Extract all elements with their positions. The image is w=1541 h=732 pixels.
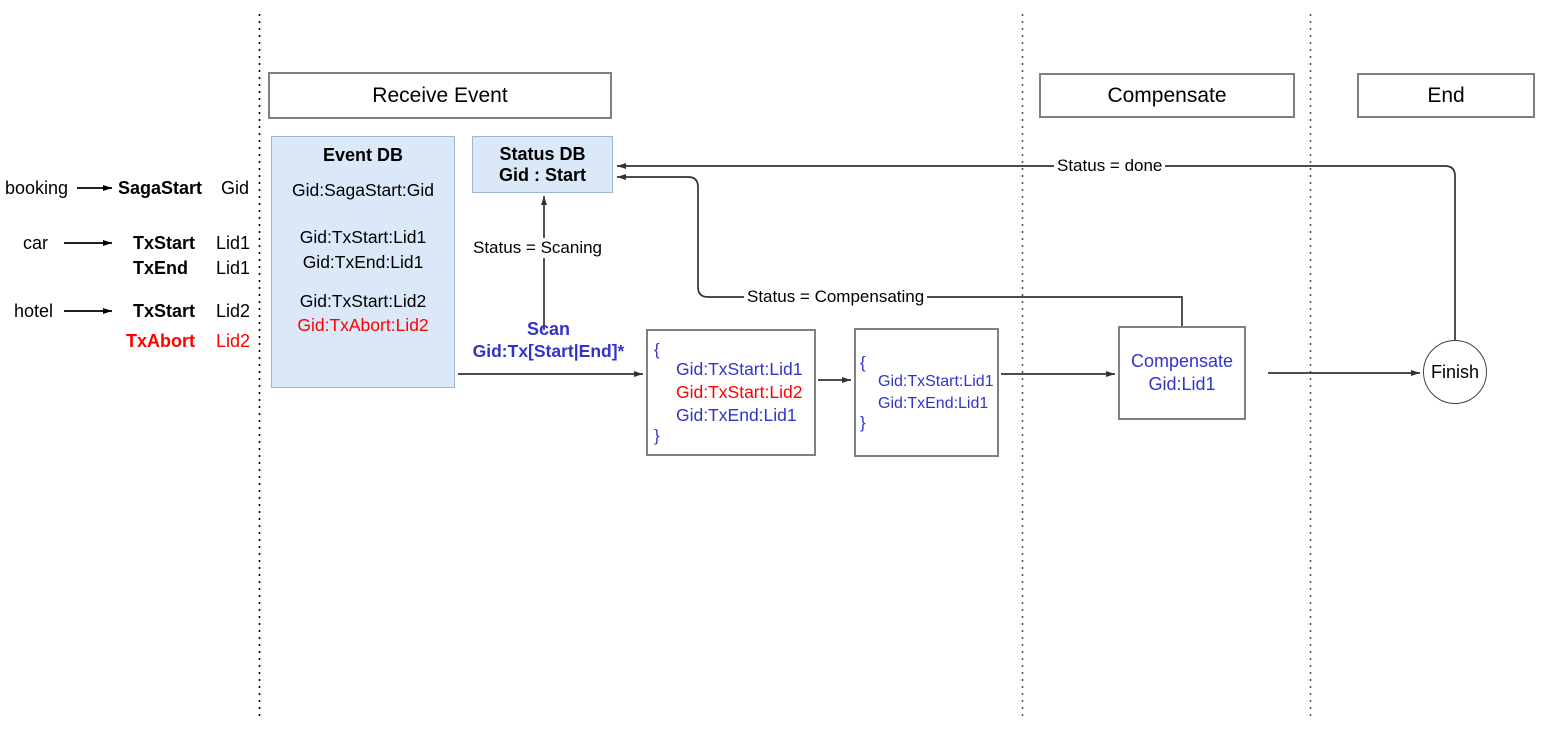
event-id: Gid <box>221 178 250 198</box>
incoming-event-row: hotel TxStart Lid2 <box>0 301 258 323</box>
event-db-entry: Gid:TxAbort:Lid2 <box>297 315 429 336</box>
scan-action-line1: Scan <box>526 319 571 339</box>
scan-action-label: Scan Gid:Tx[Start|End]* <box>466 318 631 362</box>
compensate-action-box: Compensate Gid:Lid1 <box>1118 326 1246 420</box>
filtered-result-line: Gid:TxStart:Lid1 <box>878 373 994 391</box>
edge-label-status-done: Status = done <box>1054 156 1166 176</box>
lane-header-label: Compensate <box>1107 83 1227 107</box>
edge-status-done <box>617 162 1456 340</box>
event-source: booking <box>5 178 69 198</box>
scan-result-line: Gid:TxEnd:Lid1 <box>676 405 797 426</box>
compensate-action-line1: Compensate <box>1130 350 1234 371</box>
event-db-entry: Gid:TxStart:Lid1 <box>299 226 427 247</box>
event-source: car <box>23 233 49 253</box>
event-db-entry: Gid:TxStart:Lid2 <box>299 290 427 311</box>
status-db-box: Status DB Gid : Start <box>472 136 613 193</box>
lane-header-compensate: Compensate <box>1039 73 1295 118</box>
incoming-event-row: car TxStart Lid1 <box>0 233 258 255</box>
event-db-title: Event DB <box>322 145 403 165</box>
event-db-entry: Gid:SagaStart:Gid <box>291 180 435 200</box>
scan-result-box: { Gid:TxStart:Lid1 Gid:TxStart:Lid2 Gid:… <box>646 329 816 456</box>
close-brace: } <box>860 412 866 432</box>
scan-action-line2: Gid:Tx[Start|End]* <box>472 340 625 361</box>
event-id: Lid1 <box>216 233 251 253</box>
incoming-event-row: TxEnd Lid1 <box>0 258 258 280</box>
incoming-event-row: booking SagaStart Gid <box>0 178 258 200</box>
edge-label-status-compensating: Status = Compensating <box>744 287 928 307</box>
event-id: Lid2 <box>216 301 251 321</box>
status-db-value: Gid : Start <box>498 164 586 185</box>
status-db-title: Status DB <box>499 143 586 164</box>
open-brace: { <box>654 339 660 359</box>
lane-header-end: End <box>1357 73 1535 118</box>
filtered-result-line: Gid:TxEnd:Lid1 <box>878 394 989 412</box>
scan-result-line: Gid:TxStart:Lid2 <box>676 381 803 402</box>
lane-header-label: End <box>1427 83 1465 107</box>
event-id: Lid1 <box>216 258 251 278</box>
filtered-result-box: { Gid:TxStart:Lid1 Gid:TxEnd:Lid1 } <box>854 328 999 457</box>
incoming-event-row: TxAbort Lid2 <box>0 331 258 353</box>
event-type: TxStart <box>133 301 196 321</box>
event-source: hotel <box>14 301 54 321</box>
event-type: TxStart <box>133 233 196 253</box>
finish-node: Finish <box>1423 340 1487 404</box>
compensate-action-line2: Gid:Lid1 <box>1148 374 1216 394</box>
lane-header-receive-event: Receive Event <box>268 72 612 119</box>
event-db-box: Event DB Gid:SagaStart:Gid Gid:TxStart:L… <box>271 136 455 388</box>
event-type: SagaStart <box>118 178 203 198</box>
lane-header-label: Receive Event <box>372 83 508 107</box>
close-brace: } <box>654 426 660 446</box>
edge-label-status-scaning: Status = Scaning <box>470 238 606 258</box>
event-id: Lid2 <box>216 331 251 351</box>
finish-node-label: Finish <box>1430 361 1479 382</box>
scan-result-line: Gid:TxStart:Lid1 <box>676 358 803 379</box>
event-type: TxAbort <box>126 331 195 351</box>
open-brace: { <box>860 353 866 373</box>
event-type: TxEnd <box>133 258 189 278</box>
event-db-entry: Gid:TxEnd:Lid1 <box>302 251 424 272</box>
